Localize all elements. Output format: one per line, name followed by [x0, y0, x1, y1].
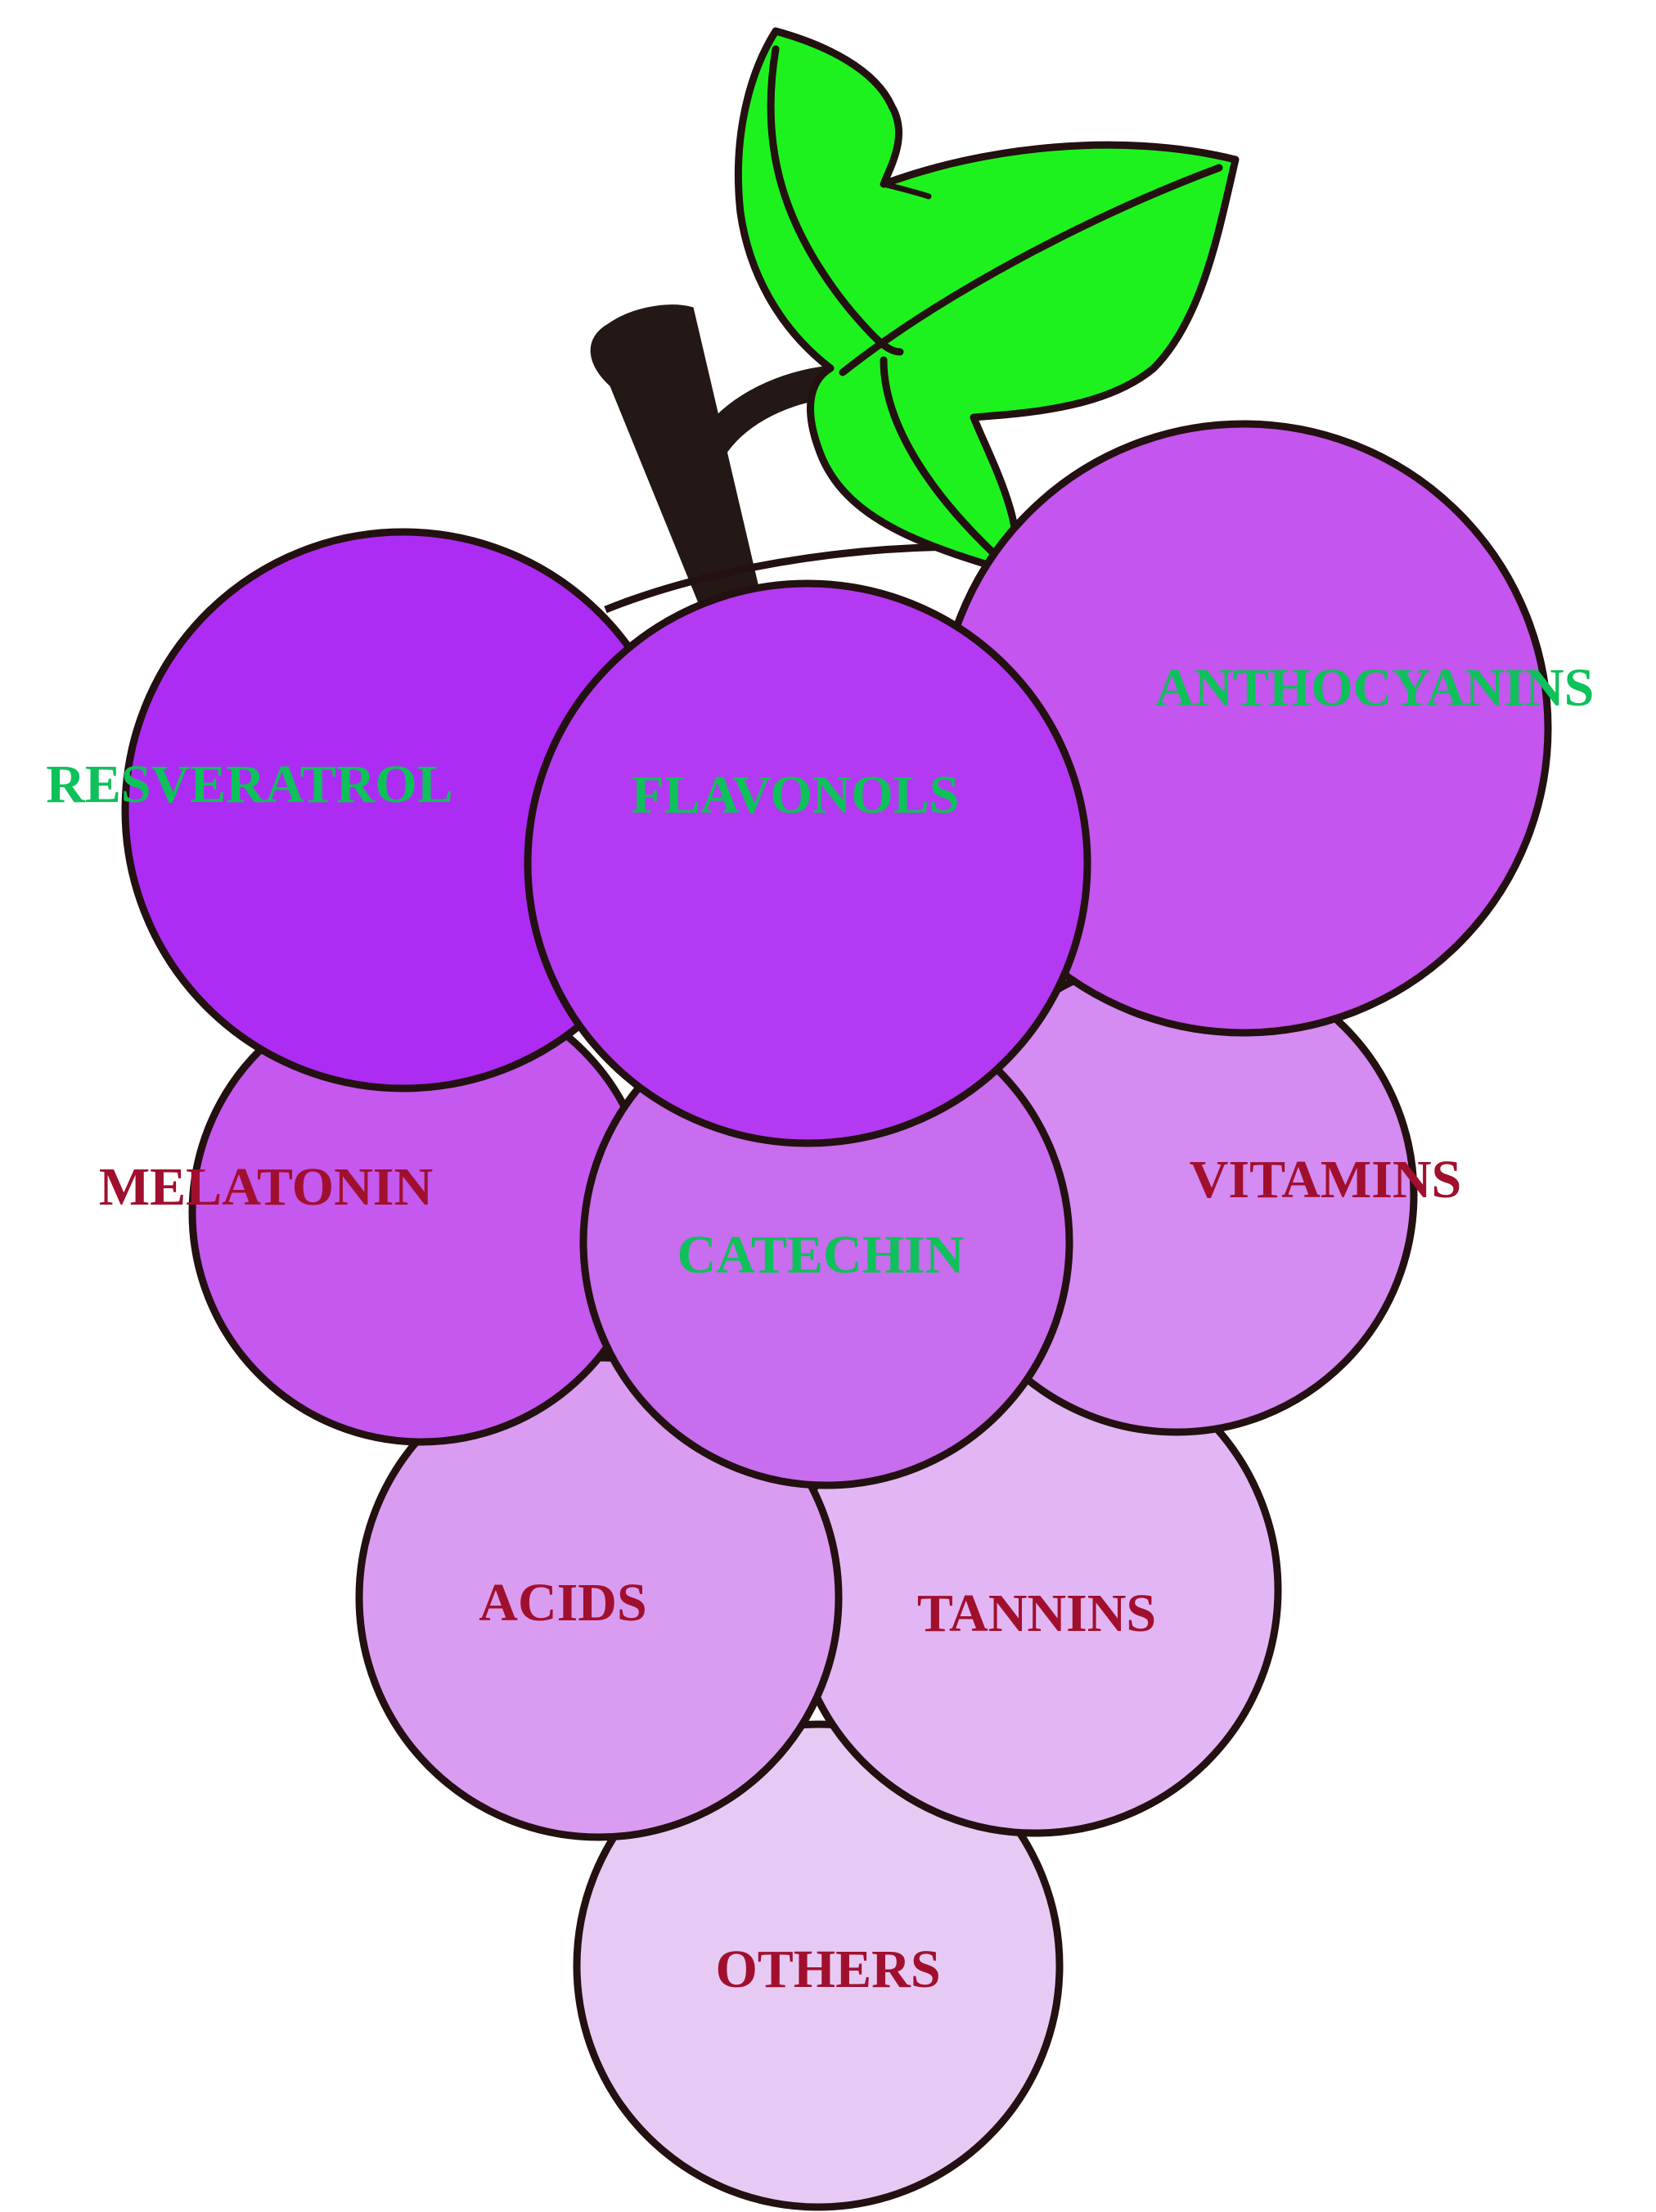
leaf-icon: [734, 27, 1240, 577]
label-catechin: CATECHIN: [677, 1225, 965, 1285]
label-vitamins: VITAMINS: [1190, 1150, 1461, 1210]
label-others: OTHERS: [715, 1939, 940, 1999]
label-flavonols: FLAVONOLS: [632, 765, 960, 825]
label-melatonin: MELATONIN: [99, 1157, 433, 1217]
label-acids: ACIDS: [479, 1573, 646, 1633]
label-resveratrol: RESVERATROL: [46, 755, 453, 814]
grape-others: OTHERS: [573, 1720, 1064, 2211]
label-anthocyanins: ANTHOCYANINS: [1155, 658, 1595, 718]
stem: [590, 304, 760, 613]
grape-anthocyanins: ANTHOCYANINS: [935, 420, 1595, 1037]
grape-flavonols: FLAVONOLS: [524, 579, 1091, 1147]
label-tannins: TANNINS: [917, 1584, 1156, 1643]
